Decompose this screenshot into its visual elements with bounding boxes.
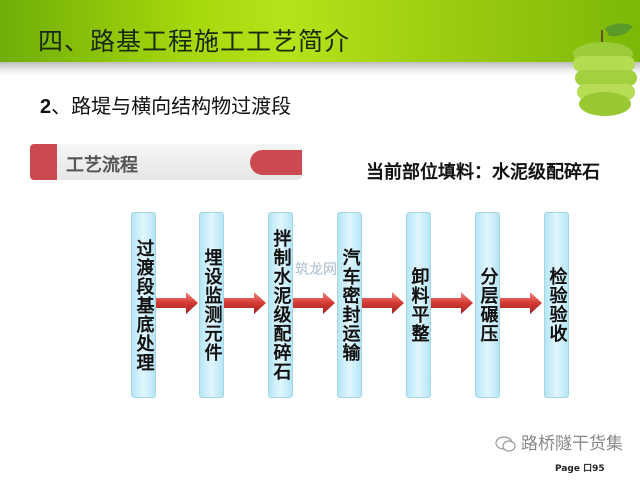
process-step-label: 分层碾压 (477, 267, 499, 343)
arrow-right-icon (224, 292, 266, 314)
fill-material-info: 当前部位填料：水泥级配碎石 (366, 162, 600, 183)
banner-accent-right (250, 150, 302, 175)
process-step-label: 卸料平整 (408, 267, 430, 343)
process-label: 工艺流程 (66, 155, 138, 176)
slide-header (0, 0, 640, 62)
subtitle-text: 、路堤与横向结构物过渡段 (51, 94, 292, 118)
process-step-label: 检验验收 (546, 267, 568, 343)
process-step-label: 埋设监测元件 (201, 248, 223, 362)
header-divider (0, 62, 640, 76)
arrow-right-icon (362, 292, 404, 314)
apple-logo-icon (573, 23, 637, 116)
process-step: 汽车密封运输 (337, 212, 362, 398)
process-step-label: 汽车密封运输 (339, 248, 361, 362)
wechat-icon (495, 436, 516, 452)
arrow-right-icon (500, 292, 542, 314)
process-step: 过渡段基底处理 (131, 212, 156, 398)
subtitle-number: 2 (40, 96, 52, 118)
section-subtitle: 2、路堤与横向结构物过渡段 (40, 90, 291, 119)
process-step-label: 拌制水泥级配碎石 (270, 229, 292, 381)
process-step-label: 过渡段基底处理 (133, 238, 155, 372)
banner-accent-left (30, 144, 57, 180)
slide-title: 四、路基工程施工工艺简介 (38, 27, 351, 56)
process-step: 卸料平整 (406, 212, 431, 398)
process-step: 埋设监测元件 (199, 212, 224, 398)
wechat-attribution: 路桥隧干货集 (495, 434, 623, 454)
page-number: Page ⼝95 (555, 464, 605, 474)
process-banner: 工艺流程 (30, 144, 302, 180)
arrow-right-icon (431, 292, 473, 314)
arrow-right-icon (293, 292, 335, 314)
watermark: 筑龙网 (295, 262, 337, 278)
process-step: 分层碾压 (475, 212, 500, 398)
wechat-account-name: 路桥隧干货集 (521, 434, 623, 454)
process-step: 检验验收 (544, 212, 569, 398)
arrow-right-icon (156, 292, 198, 314)
process-step: 拌制水泥级配碎石 (268, 212, 293, 398)
